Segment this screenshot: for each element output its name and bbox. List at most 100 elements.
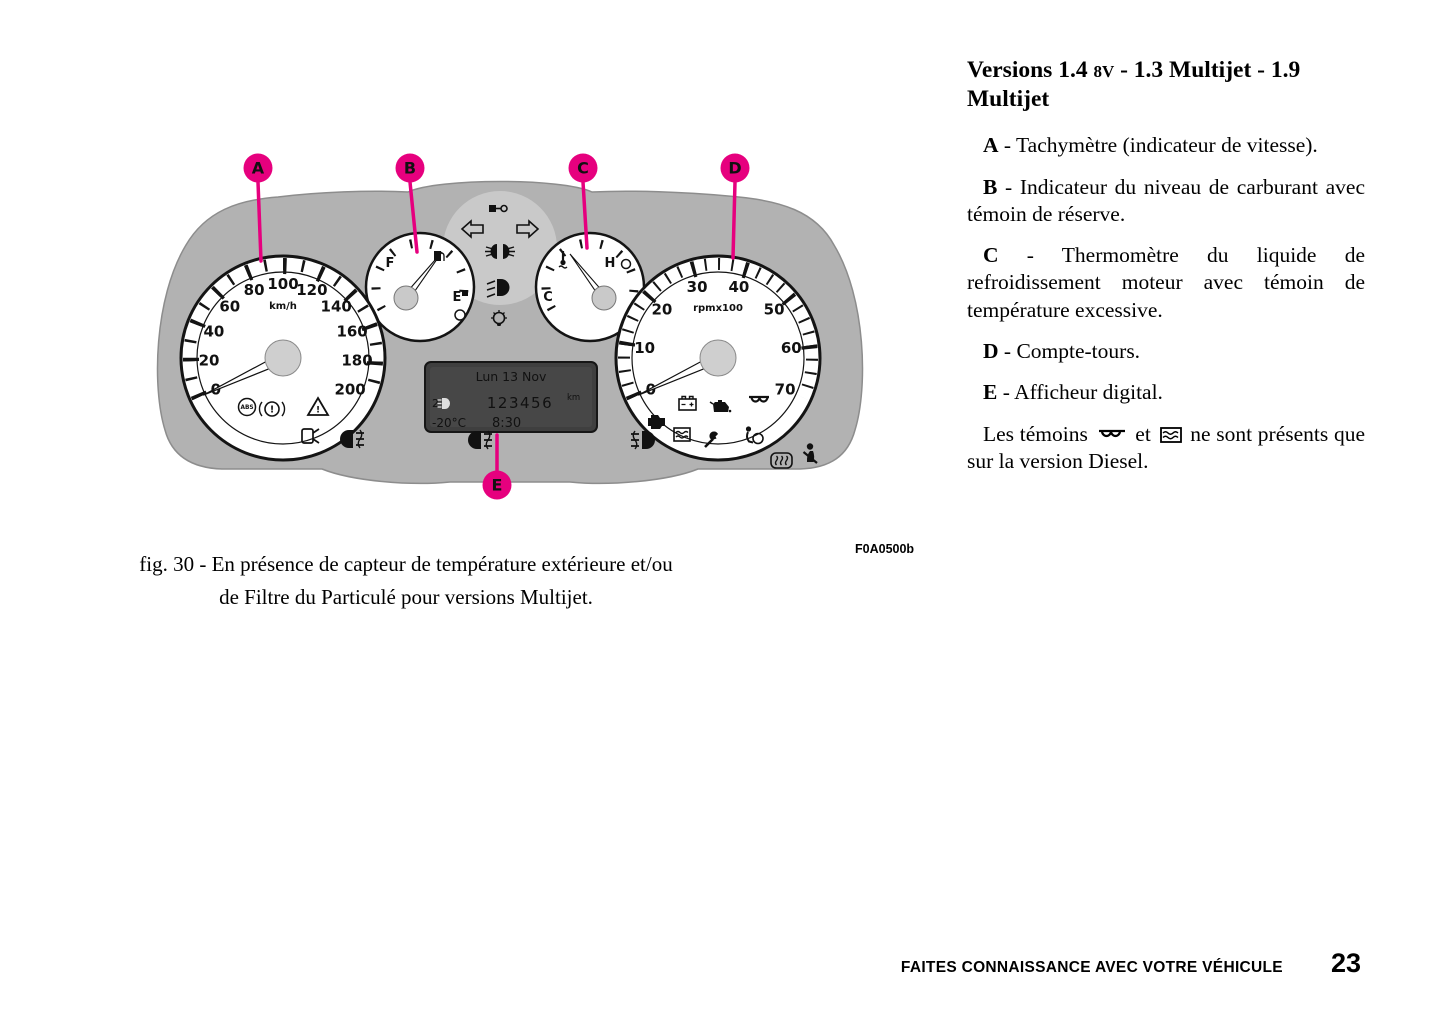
tach-unit: rpmx100 (693, 303, 743, 314)
callouts: A B C D E (243, 153, 750, 500)
callout-c-letter: C (577, 159, 589, 178)
speedometer: 0 20 40 60 80 100 120 140 160 180 200 km… (179, 254, 387, 462)
item-d-text: - Compte-tours. (1003, 339, 1141, 364)
tach-label: 40 (728, 278, 749, 296)
temp-hot-label: H (605, 256, 616, 271)
abs-icon: ABS (237, 397, 257, 417)
callout-b (395, 153, 425, 183)
item-d: D - Compte-tours. (967, 338, 1365, 365)
water-in-fuel-icon (673, 427, 691, 442)
turn-right-icon (516, 219, 540, 239)
diesel-note-part1: Les témoins (983, 421, 1088, 446)
instrument-cluster-figure: Lun 13 Nov 2 123456 km -20°C 8:30 F E (156, 153, 864, 500)
diesel-note-part3: ne sont présents que sur la version Dies… (967, 421, 1366, 473)
callout-e (482, 470, 512, 500)
callout-d (720, 153, 750, 183)
speedo-label: 100 (267, 275, 298, 293)
speedo-label: 140 (321, 298, 352, 316)
low-beam-icon (486, 279, 510, 298)
fuel-reserve-icon (462, 290, 468, 296)
display-outside-temp: -20°C (432, 416, 466, 430)
water-in-fuel-inline-icon (1159, 426, 1182, 443)
speedo-label: 80 (244, 281, 265, 299)
check-engine-icon (648, 415, 665, 429)
display-time: 8:30 (492, 416, 521, 431)
rear-fog-icon (630, 430, 656, 450)
temp-cold-label: C (543, 290, 553, 305)
item-a-letter: A (983, 133, 999, 158)
display-odo-unit: km (567, 393, 580, 403)
item-e-letter: E (983, 380, 998, 405)
glow-plug-icon (749, 395, 769, 403)
oil-pressure-icon (709, 400, 732, 413)
speedo-label: 60 (219, 298, 240, 316)
tach-needle-hub (699, 339, 737, 377)
speedo-label: 20 (199, 352, 220, 370)
display-date: Lun 13 Nov (476, 369, 547, 384)
position-lights-icon (485, 244, 515, 259)
figure-caption-line1: fig. 30 - En présence de capteur de temp… (139, 552, 673, 576)
airbag-icon (745, 426, 764, 445)
speedo-label: 40 (203, 323, 224, 341)
page-title: Versions 1.4 8V - 1.3 Multijet - 1.9 Mul… (967, 56, 1365, 114)
figure-caption: fig. 30 - En présence de capteur de temp… (95, 548, 717, 613)
item-e: E - Afficheur digital. (967, 379, 1365, 406)
display-trip: 2 (432, 397, 439, 410)
item-b: B - Indicateur du niveau de carburant av… (967, 174, 1365, 229)
page-number: 23 (1330, 948, 1361, 978)
item-b-text: - Indicateur du niveau de carburant avec… (967, 174, 1365, 226)
display-odometer: 123456 (487, 394, 553, 412)
thermometer-icon (558, 251, 568, 269)
service-icon (704, 431, 718, 448)
tachometer: 0 10 20 30 40 50 60 70 rpmx100 (614, 254, 822, 462)
figure-caption-line2: de Filtre du Particulé pour versions Mul… (219, 584, 593, 609)
footer-chapter-title: FAITES CONNAISSANCE AVEC VOTRE VÉHICULE (900, 959, 1283, 976)
tach-label: 70 (775, 380, 796, 398)
fuel-full-label: F (386, 256, 395, 271)
speedo-label: 180 (341, 352, 372, 370)
item-b-letter: B (983, 174, 998, 199)
item-c-letter: C (983, 243, 999, 268)
front-fog-icon (467, 430, 493, 450)
item-e-text: - Afficheur digital. (1002, 380, 1163, 405)
svg-text:!: ! (270, 405, 274, 416)
callout-b-letter: B (404, 159, 416, 178)
turn-left-icon (460, 219, 484, 239)
speedo-label: 120 (296, 281, 327, 299)
callout-line-d (731, 180, 737, 260)
item-a-text: - Tachymètre (indicateur de vitesse). (1003, 133, 1318, 158)
front-fog-icon (339, 429, 365, 449)
callout-line-a (256, 180, 263, 263)
callout-d-letter: D (728, 159, 741, 178)
brake-warning-icon: ! (258, 401, 286, 417)
item-c: C - Thermomètre du liquide de refroidiss… (967, 242, 1365, 324)
callout-line-c (581, 180, 589, 250)
digital-display: Lun 13 Nov 2 123456 km -20°C 8:30 (424, 361, 598, 433)
callout-c (568, 153, 598, 183)
item-d-letter: D (983, 339, 999, 364)
speedo-label: 200 (334, 380, 365, 398)
temp-needle-hub (591, 285, 617, 311)
speedo-label: 160 (336, 323, 367, 341)
figure-code: F0A0500b (855, 542, 915, 556)
item-c-text: - Thermomètre du liquide de refroidissem… (967, 243, 1366, 322)
rear-defrost-icon (770, 452, 793, 469)
door-ajar-icon (301, 428, 320, 444)
description-column: Versions 1.4 8V - 1.3 Multijet - 1.9 Mul… (967, 56, 1365, 489)
battery-icon (678, 395, 697, 411)
hazard-triangle-icon: ! (306, 396, 330, 416)
panel-light-icon (491, 310, 507, 326)
tach-label: 60 (781, 339, 802, 357)
fuel-needle-hub (393, 285, 419, 311)
speedo-needle-hub (264, 339, 302, 377)
heading-post: - 1.3 Multijet - 1.9 Multijet (967, 57, 1301, 113)
diesel-note-part2: et (1135, 421, 1151, 446)
page-footer: FAITES CONNAISSANCE AVEC VOTRE VÉHICULE … (901, 948, 1361, 979)
callout-a-letter: A (252, 159, 265, 178)
callout-a (243, 153, 273, 183)
item-a: A - Tachymètre (indicateur de vitesse). (967, 132, 1365, 159)
callout-line-b (408, 180, 419, 254)
tach-label: 30 (687, 278, 708, 296)
temp-lamp (620, 258, 632, 270)
